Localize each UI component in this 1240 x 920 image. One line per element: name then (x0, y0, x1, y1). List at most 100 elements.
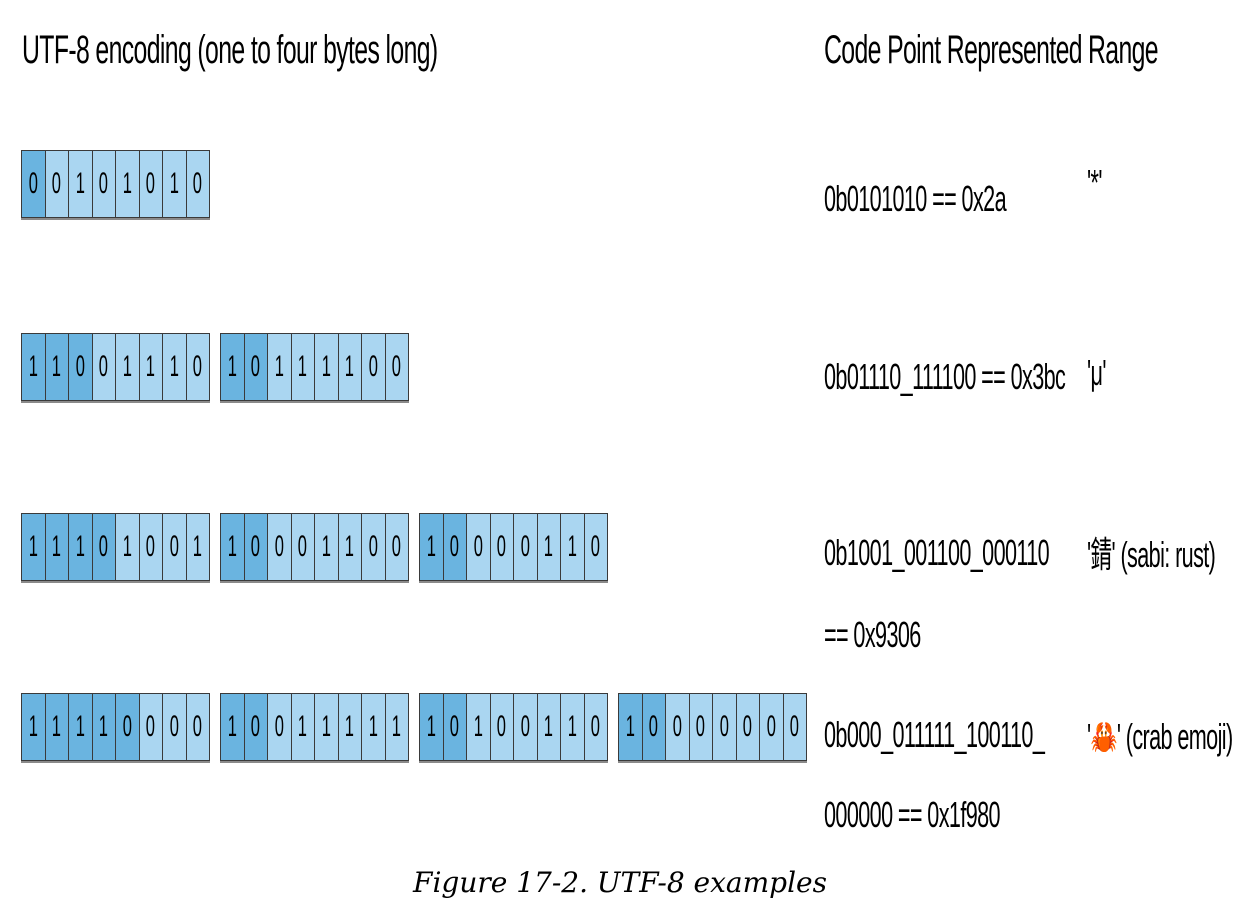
payload-bit: 0 (490, 694, 514, 760)
bit-value: 0 (193, 167, 203, 200)
payload-bit: 1 (69, 151, 93, 217)
bit-value: 0 (251, 710, 261, 743)
bit-value: 1 (274, 350, 284, 383)
range-text: '🦀' (crab emoji) (1087, 716, 1233, 757)
payload-bit: 0 (514, 694, 538, 760)
payload-bit: 0 (268, 694, 292, 760)
bit-value: 0 (368, 350, 378, 383)
bit-value: 0 (520, 530, 530, 563)
payload-bit: 0 (186, 151, 209, 217)
bit-value: 0 (520, 710, 530, 743)
range-value: '🦀' (crab emoji) (1087, 712, 1233, 762)
bit-value: 0 (719, 710, 729, 743)
bit-value: 0 (193, 710, 203, 743)
payload-bit: 1 (467, 694, 491, 760)
bit-value: 1 (75, 710, 85, 743)
bit-value: 1 (345, 710, 355, 743)
prefix-bit: 1 (420, 694, 444, 760)
bit-value: 0 (146, 167, 156, 200)
payload-bit: 0 (362, 334, 386, 400)
bit-value: 0 (122, 710, 132, 743)
payload-bit: 0 (186, 334, 209, 400)
payload-bit: 0 (45, 151, 69, 217)
code-point-line: 0b1001_001100_000110 (824, 532, 1050, 573)
prefix-bit: 1 (22, 694, 46, 760)
bit-value: 1 (227, 530, 237, 563)
payload-bit: 1 (338, 334, 362, 400)
bit-value: 0 (392, 350, 402, 383)
bit-value: 0 (251, 350, 261, 383)
prefix-bit: 0 (116, 694, 140, 760)
bit-value: 1 (544, 710, 554, 743)
payload-bit: 1 (338, 694, 362, 760)
bit-value: 1 (426, 530, 436, 563)
bit-value: 1 (321, 530, 331, 563)
payload-bit: 1 (315, 694, 339, 760)
code-point-line: 0b0101010 == 0x2a (824, 178, 1007, 219)
code-point-line: 000000 == 0x1f980 (824, 794, 1001, 835)
prefix-bit: 1 (420, 514, 444, 580)
bit-value: 1 (28, 350, 38, 383)
bit-value: 1 (567, 530, 577, 563)
bit-value: 1 (122, 167, 132, 200)
code-point-header: Code Point Represented (824, 28, 1083, 72)
bit-value: 1 (544, 530, 554, 563)
prefix-bit: 1 (22, 514, 46, 580)
payload-bit: 1 (116, 514, 140, 580)
encoding-header: UTF-8 encoding (one to four bytes long) (22, 28, 438, 72)
prefix-bit: 1 (221, 514, 245, 580)
payload-bit: 1 (163, 334, 187, 400)
prefix-bit: 0 (92, 514, 116, 580)
bit-value: 1 (52, 350, 62, 383)
bit-value: 1 (345, 350, 355, 383)
range-text: 'μ' (1087, 352, 1106, 393)
bit-value: 0 (75, 350, 85, 383)
bit-value: 0 (766, 710, 776, 743)
prefix-bit: 0 (244, 334, 268, 400)
prefix-bit: 0 (443, 694, 467, 760)
payload-bit: 1 (385, 694, 408, 760)
bit-value: 1 (567, 710, 577, 743)
bit-value: 0 (392, 530, 402, 563)
payload-bit: 0 (467, 514, 491, 580)
payload-bit: 1 (186, 514, 209, 580)
bit-value: 0 (591, 710, 601, 743)
payload-bit: 1 (116, 151, 140, 217)
payload-bit: 0 (713, 694, 737, 760)
payload-bit: 0 (291, 514, 315, 580)
bit-value: 0 (790, 710, 800, 743)
bit-value: 0 (696, 710, 706, 743)
bit-value: 0 (649, 710, 659, 743)
bit-value: 1 (52, 710, 62, 743)
payload-bit: 1 (338, 514, 362, 580)
bit-value: 1 (28, 530, 38, 563)
prefix-bit: 0 (642, 694, 666, 760)
prefix-bit: 0 (69, 334, 93, 400)
bit-value: 1 (227, 350, 237, 383)
bit-value: 1 (122, 530, 132, 563)
bit-value: 1 (345, 530, 355, 563)
bit-value: 1 (298, 710, 308, 743)
bit-value: 0 (743, 710, 753, 743)
payload-bit: 0 (139, 514, 163, 580)
code-point-line: 0b000_011111_100110_ (824, 714, 1045, 755)
range-value: '*' (1087, 158, 1102, 208)
payload-bit: 1 (139, 334, 163, 400)
bit-value: 0 (99, 530, 109, 563)
prefix-bit: 1 (22, 334, 46, 400)
payload-bit: 0 (736, 694, 760, 760)
payload-bit: 1 (315, 514, 339, 580)
bit-value: 0 (28, 167, 38, 200)
bit-value: 1 (52, 530, 62, 563)
prefix-bit: 1 (45, 514, 69, 580)
payload-bit: 0 (666, 694, 690, 760)
bit-value: 1 (28, 710, 38, 743)
prefix-bit: 0 (244, 694, 268, 760)
bit-value: 0 (99, 350, 109, 383)
